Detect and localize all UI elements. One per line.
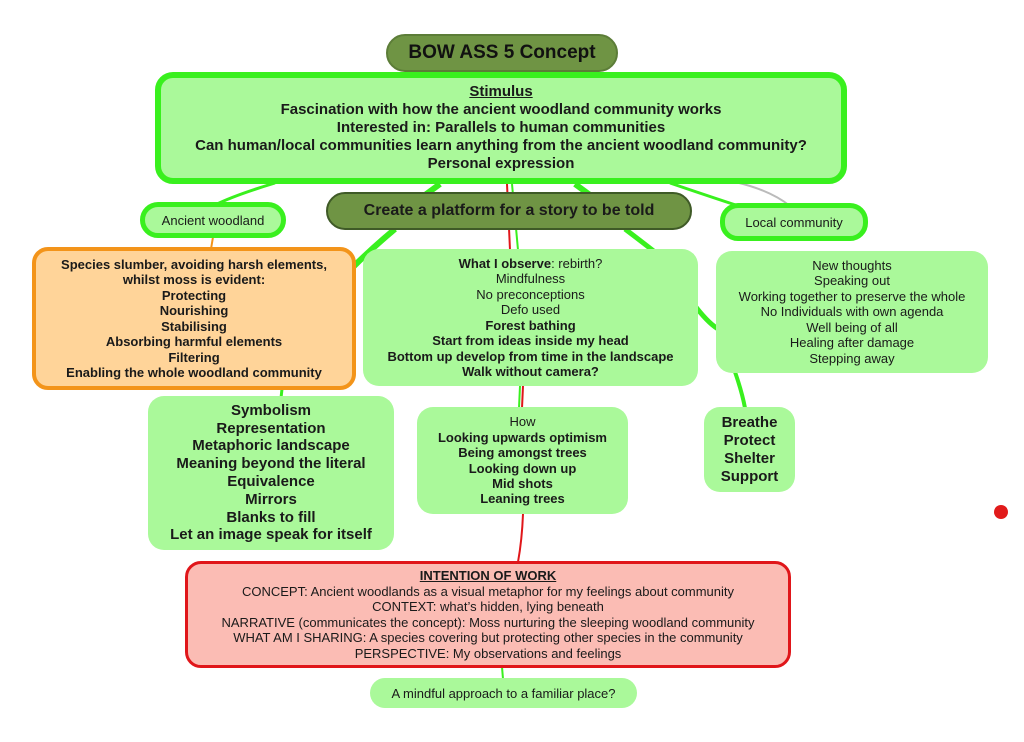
symbolism-line: Equivalence [227,473,315,490]
how-line: Looking down up [468,460,577,476]
intention-of-work-node[interactable]: INTENTION OF WORK CONCEPT: Ancient woodl… [185,561,791,668]
symbolism-line: Metaphoric landscape [192,437,350,455]
species-line: Stabilising [161,318,227,334]
stimulus-line: Fascination with how the ancient woodlan… [280,101,722,118]
central-topic-title[interactable]: BOW ASS 5 Concept [386,34,618,72]
symbolism-node[interactable]: Symbolism Representation Metaphoric land… [148,396,394,550]
stimulus-line: Interested in: Parallels to human commun… [336,119,666,136]
link-community-breathe [733,371,747,409]
intention-line: CONCEPT: Ancient woodlands as a visual m… [241,583,735,599]
mindful-text: A mindful approach to a familiar place? [391,685,616,701]
stimulus-node[interactable]: Stimulus Fascination with how the ancien… [155,72,847,184]
community-line: Stepping away [809,350,895,366]
what-i-observe-node[interactable]: What I observe: rebirth? Mindfulness No … [363,249,698,386]
how-node[interactable]: How Looking upwards optimism Being among… [417,407,628,514]
local-community-node[interactable]: Local community [720,203,868,241]
species-slumber-node[interactable]: Species slumber, avoiding harsh elements… [32,247,356,390]
observe-rest: : rebirth? [551,255,603,271]
observe-line: Defo used [500,302,561,317]
title-text: BOW ASS 5 Concept [408,42,596,63]
intention-heading: INTENTION OF WORK [419,568,557,583]
community-line: No Individuals with own agenda [760,304,944,320]
observe-line: Start from ideas inside my head [432,333,629,348]
community-line: Working together to preserve the whole [738,288,966,304]
symbolism-line: Representation [216,419,326,437]
intention-line: WHAT AM I SHARING: A species covering bu… [233,630,743,645]
community-line: Speaking out [814,273,890,289]
observe-label: What I observe [458,255,552,271]
mindful-approach-node[interactable]: A mindful approach to a familiar place? [370,678,637,708]
ancient-woodland-text: Ancient woodland [161,212,265,228]
how-line: Mid shots [492,475,553,491]
ancient-woodland-node[interactable]: Ancient woodland [140,202,286,238]
species-line: Absorbing harmful elements [105,334,283,349]
symbolism-line: Symbolism [230,401,312,419]
platform-node[interactable]: Create a platform for a story to be told [326,192,692,230]
stimulus-line: Personal expression [427,155,575,172]
intention-line: NARRATIVE (communicates the concept): Mo… [221,614,755,630]
species-line: Nourishing [159,303,229,318]
breathe-node[interactable]: Breathe Protect Shelter Support [704,407,795,492]
symbolism-line: Let an image speak for itself [170,526,372,544]
observe-line: No preconceptions [476,286,585,302]
observe-line: Bottom up develop from time in the lands… [387,348,674,364]
link-intention-mindful [501,666,504,680]
symbolism-line: Mirrors [245,490,297,508]
community-values-node[interactable]: New thoughts Speaking out Working togeth… [716,251,988,373]
breathe-line: Support [720,467,779,485]
how-line: Leaning trees [480,491,565,507]
community-line: Well being of all [806,319,898,335]
species-line: Protecting [161,287,227,303]
intention-line: CONTEXT: what’s hidden, lying beneath [372,599,604,614]
community-line: New thoughts [812,257,892,273]
species-line: whilst moss is evident: [122,272,266,287]
symbolism-line: Blanks to fill [226,508,316,526]
community-line: Healing after damage [789,335,915,351]
observe-first-line: What I observe: rebirth? [459,256,603,272]
local-community-text: Local community [745,214,843,230]
species-line: Filtering [168,349,220,365]
how-heading: How [509,414,536,430]
stimulus-heading: Stimulus [469,83,533,100]
species-line: Enabling the whole woodland community [66,365,322,380]
intention-line: PERSPECTIVE: My observations and feeling… [354,645,622,661]
breathe-line: Breathe [721,413,778,431]
observe-line: Walk without camera? [462,364,599,379]
symbolism-line: Meaning beyond the literal [176,455,366,473]
red-marker-dot [994,505,1008,519]
platform-text: Create a platform for a story to be told [363,202,655,219]
how-line: Being amongst trees [458,445,587,461]
species-line: Species slumber, avoiding harsh elements… [61,256,327,272]
stimulus-line: Can human/local communities learn anythi… [195,137,807,154]
breathe-line: Shelter [724,449,775,467]
breathe-line: Protect [723,431,776,449]
how-line: Looking upwards optimism [437,429,607,445]
observe-line: Forest bathing [485,317,576,333]
observe-line: Mindfulness [495,271,566,286]
